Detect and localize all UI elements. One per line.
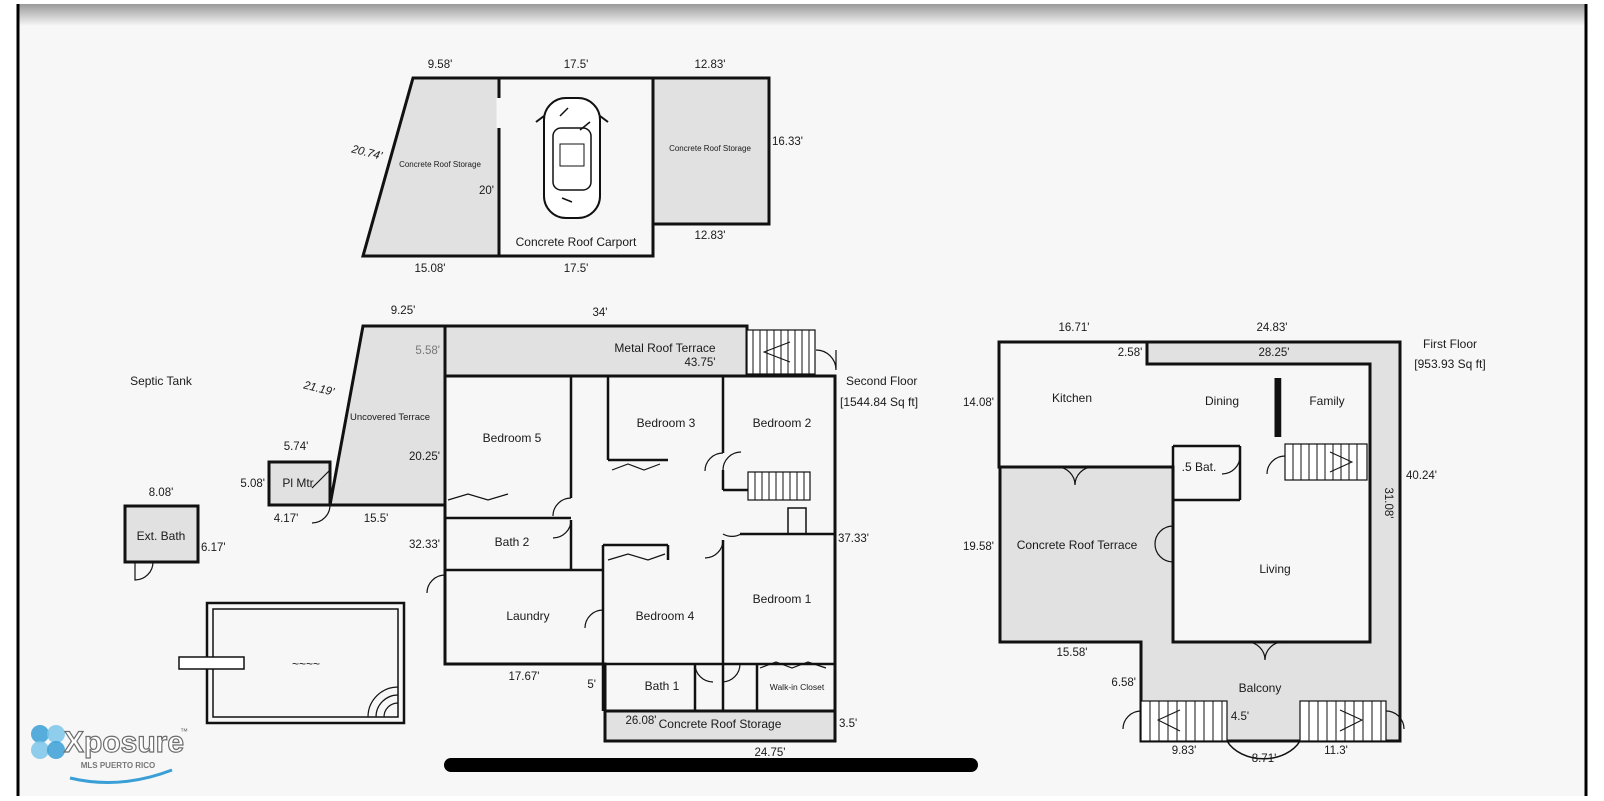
dim-carport-right: 16.33' <box>772 136 803 148</box>
second-floor-title: Second Floor <box>846 374 917 388</box>
label-bath2: Bath 2 <box>495 535 530 549</box>
first-floor-title: First Floor <box>1423 337 1477 351</box>
dim-ff-right-outer: 40.24' <box>1406 470 1437 482</box>
dim-ff-right-inner: 31.08' <box>1382 488 1394 519</box>
label-bath1: Bath 1 <box>645 679 680 693</box>
label-storage-left: Concrete Roof Storage <box>399 160 481 169</box>
dim-carport-top-mid: 17.5' <box>564 59 589 71</box>
dim-sf-storage-h: 3.5' <box>839 718 857 730</box>
dim-pl-bottom: 4.17' <box>274 513 299 525</box>
dim-sf-left: 32.33' <box>409 539 440 551</box>
label-ff-terrace: Concrete Roof Terrace <box>1017 538 1138 552</box>
dim-ff-bottom-left: 9.83' <box>1172 745 1197 757</box>
label-carport: Concrete Roof Carport <box>516 235 637 249</box>
dim-sf-step: 5' <box>587 679 596 691</box>
dim-sf-top-left: 9.25' <box>391 305 416 317</box>
dim-ext-bath-w: 8.08' <box>149 487 174 499</box>
label-ext-bath: Ext. Bath <box>137 529 186 543</box>
dim-sf-terrace-right: 20.25' <box>409 451 440 463</box>
dim-sf-bottom: 24.75' <box>755 747 786 759</box>
label-bedroom3: Bedroom 3 <box>637 416 696 430</box>
dim-ff-stair-gap: 4.5' <box>1231 711 1249 723</box>
xposure-logo: Xposure ™ MLS PUERTO RICO <box>31 725 188 784</box>
label-half-bath: .5 Bat. <box>1182 460 1217 474</box>
dim-ff-inner-b: 28.25' <box>1259 347 1290 359</box>
dim-carport-top-left: 9.58' <box>428 59 453 71</box>
logo-wave-icon <box>69 768 173 784</box>
label-walkin-closet: Walk-in Closet <box>770 682 825 692</box>
label-storage-right: Concrete Roof Storage <box>669 144 751 153</box>
dim-ff-bottom-mid: 8.71' <box>1252 753 1277 765</box>
label-pl-mtr: Pl Mtr <box>282 476 313 490</box>
logo-brand-text: Xposure <box>64 726 184 759</box>
dim-sf-storage-len: 26.08' <box>626 715 657 727</box>
label-dining: Dining <box>1205 394 1239 408</box>
logo-tm: ™ <box>180 727 188 736</box>
dim-sf-terrace-bottom: 15.5' <box>364 513 389 525</box>
label-laundry: Laundry <box>506 609 549 623</box>
dim-sf-terrace-inner: 5.58' <box>415 345 440 357</box>
dim-ff-terrace-bottom: 15.58' <box>1057 647 1088 659</box>
dim-ff-left-bottom: 19.58' <box>963 541 994 553</box>
label-septic-tank: Septic Tank <box>130 374 193 388</box>
second-floor-area: [1544.84 Sq ft] <box>840 395 918 409</box>
label-bedroom2: Bedroom 2 <box>753 416 812 430</box>
dim-ext-bath-h: 6.17' <box>201 542 226 554</box>
label-uncovered-terrace: Uncovered Terrace <box>350 412 430 423</box>
outbuildings: Septic Tank Ext. Bath 8.08' 6.17' ~~~~ <box>123 374 406 725</box>
dim-carport-bottom-left: 15.08' <box>415 263 446 275</box>
dim-sf-laundry-bottom: 17.67' <box>509 671 540 683</box>
label-balcony: Balcony <box>1239 681 1282 695</box>
label-metal-terrace: Metal Roof Terrace <box>614 341 715 355</box>
label-kitchen: Kitchen <box>1052 391 1092 405</box>
dim-pl-top: 5.74' <box>284 441 309 453</box>
label-living: Living <box>1259 562 1290 576</box>
first-floor-area: [953.93 Sq ft] <box>1414 357 1485 371</box>
label-bedroom5: Bedroom 5 <box>483 431 542 445</box>
label-second-storage: Concrete Roof Storage <box>659 717 782 731</box>
logo-subtitle: MLS PUERTO RICO <box>81 761 156 770</box>
pool: ~~~~ <box>178 601 406 725</box>
x-mark-icon <box>31 725 65 759</box>
horizontal-scrollbar[interactable] <box>444 758 978 772</box>
dim-ff-left-top: 14.08' <box>963 397 994 409</box>
dim-carport-inner: 20' <box>479 185 494 197</box>
dim-sf-right: 37.33' <box>838 533 869 545</box>
label-family: Family <box>1309 394 1344 408</box>
carport-block: 9.58' 17.5' 12.83' 20.74' 20' 16.33' 12.… <box>349 59 803 275</box>
dim-ff-bottom-right: 11.3' <box>1324 745 1348 757</box>
dim-ff-inner-a: 2.58' <box>1118 347 1143 359</box>
dim-carport-bottom-right: 12.83' <box>695 230 726 242</box>
pool-water-icon: ~~~~ <box>292 657 320 671</box>
dim-pl-left: 5.08' <box>240 478 265 490</box>
dim-ff-balcony-left: 6.58' <box>1111 677 1136 689</box>
dim-sf-top: 34' <box>593 307 608 319</box>
car-icon <box>535 97 609 219</box>
label-bedroom4: Bedroom 4 <box>636 609 695 623</box>
first-floor-plan: Kitchen Dining Family .5 Bat. Concrete R… <box>963 322 1486 765</box>
dim-carport-top-right: 12.83' <box>695 59 726 71</box>
label-bedroom1: Bedroom 1 <box>753 592 812 606</box>
dim-sf-terrace-len: 43.75' <box>685 357 716 369</box>
dim-carport-bottom-mid: 17.5' <box>564 263 589 275</box>
dim-ff-top-right: 24.83' <box>1257 322 1288 334</box>
second-floor-plan: Metal Roof Terrace Uncovered Terrace Pl … <box>240 305 918 759</box>
dim-ff-top-left: 16.71' <box>1059 322 1090 334</box>
